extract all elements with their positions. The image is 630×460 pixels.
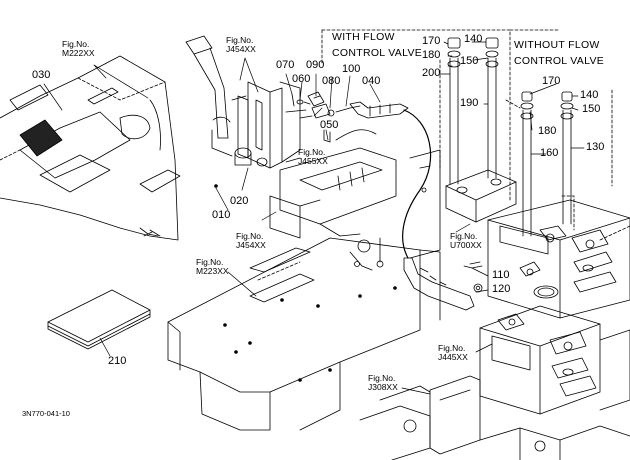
part-number-080[interactable]: 080 bbox=[322, 75, 341, 87]
nuts-washers bbox=[447, 60, 574, 120]
fig-ref-j445xx[interactable]: Fig.No. J445XX bbox=[438, 344, 468, 362]
fig-code: J454XX bbox=[226, 44, 256, 54]
fig-prefix: Fig.No. bbox=[62, 39, 90, 49]
part-number-010[interactable]: 010 bbox=[212, 209, 231, 221]
part-number-070[interactable]: 070 bbox=[276, 59, 295, 71]
part-number-170[interactable]: 170 bbox=[422, 35, 441, 47]
pedal-pad bbox=[19, 119, 63, 157]
fig-code: M222XX bbox=[62, 48, 95, 58]
caption-line: CONTROL VALVE bbox=[332, 46, 423, 59]
control-cable bbox=[402, 109, 432, 259]
part-number-140[interactable]: 140 bbox=[464, 33, 483, 45]
control-valve bbox=[487, 199, 630, 319]
fig-prefix: Fig.No. bbox=[368, 373, 396, 383]
lever-guide-bracket bbox=[269, 147, 397, 271]
part-number-100[interactable]: 100 bbox=[342, 63, 361, 75]
fig-ref-j454xx-bottom[interactable]: Fig.No. J454XX bbox=[236, 232, 266, 250]
part-number-180[interactable]: 180 bbox=[422, 49, 441, 61]
fig-prefix: Fig.No. bbox=[450, 231, 478, 241]
fig-code: J454XX bbox=[236, 240, 266, 250]
part-number-030[interactable]: 030 bbox=[32, 69, 51, 81]
fig-ref-j454xx-top[interactable]: Fig.No. J454XX bbox=[226, 36, 256, 54]
fig-ref-j308xx[interactable]: Fig.No. J308XX bbox=[368, 374, 398, 392]
caption-without-flow: WITHOUT FLOW CONTROL VALVE bbox=[514, 40, 604, 66]
part-number-090[interactable]: 090 bbox=[306, 59, 325, 71]
fender-panel bbox=[0, 55, 179, 241]
cable-end bbox=[403, 257, 475, 311]
part-number-170-b[interactable]: 170 bbox=[542, 75, 561, 87]
part-number-020[interactable]: 020 bbox=[230, 195, 249, 207]
part-number-040[interactable]: 040 bbox=[362, 75, 381, 87]
fig-ref-j455xx[interactable]: Fig.No. J455XX bbox=[298, 148, 328, 166]
part-number-110[interactable]: 110 bbox=[492, 269, 510, 281]
part-number-060[interactable]: 060 bbox=[292, 73, 311, 85]
part-number-140-b[interactable]: 140 bbox=[580, 89, 599, 101]
part-number-200[interactable]: 200 bbox=[422, 67, 441, 79]
dashed-boxes bbox=[321, 29, 630, 241]
linkage-hardware bbox=[285, 91, 409, 143]
caption-line: WITH FLOW bbox=[332, 31, 395, 43]
floor-platform bbox=[139, 169, 441, 431]
leader-lines bbox=[43, 41, 585, 395]
fig-ref-m222xx[interactable]: Fig.No. M222XX bbox=[62, 40, 95, 58]
fig-ref-m223xx[interactable]: Fig.No. M223XX bbox=[196, 258, 229, 276]
fig-ref-u700xx[interactable]: Fig.No. U700XX bbox=[450, 232, 482, 250]
fig-prefix: Fig.No. bbox=[236, 231, 264, 241]
fig-prefix: Fig.No. bbox=[438, 343, 466, 353]
operator-manual bbox=[47, 289, 151, 350]
fig-prefix: Fig.No. bbox=[196, 257, 224, 267]
caption-line: WITHOUT FLOW bbox=[514, 39, 600, 51]
cable-loop bbox=[335, 129, 377, 141]
caption-line: CONTROL VALVE bbox=[514, 54, 605, 67]
part-number-150[interactable]: 150 bbox=[460, 55, 479, 67]
caption-with-flow: WITH FLOW CONTROL VALVE bbox=[332, 32, 422, 58]
part-number-050[interactable]: 050 bbox=[320, 119, 339, 131]
part-number-210[interactable]: 210 bbox=[108, 355, 127, 367]
fig-code: U700XX bbox=[450, 240, 482, 250]
bolts-with-flow bbox=[445, 37, 517, 223]
hardware-110-120 bbox=[469, 261, 483, 293]
control-lever bbox=[185, 35, 301, 188]
support-plate bbox=[409, 149, 441, 259]
fig-prefix: Fig.No. bbox=[298, 147, 326, 157]
fig-code: J455XX bbox=[298, 156, 328, 166]
lower-valve-cluster bbox=[359, 305, 630, 460]
part-number-180-b[interactable]: 180 bbox=[538, 125, 557, 137]
fig-code: M223XX bbox=[196, 266, 229, 276]
part-number-120[interactable]: 120 bbox=[492, 283, 511, 295]
bolts-without-flow bbox=[520, 91, 574, 237]
fig-code: J308XX bbox=[368, 382, 398, 392]
part-number-190[interactable]: 190 bbox=[460, 97, 479, 109]
part-number-160[interactable]: 160 bbox=[540, 147, 559, 159]
fig-prefix: Fig.No. bbox=[226, 35, 254, 45]
fig-code: J445XX bbox=[438, 352, 468, 362]
part-number-150-b[interactable]: 150 bbox=[582, 103, 601, 115]
part-number-130[interactable]: 130 bbox=[586, 141, 605, 153]
image-code: 3N770-041-10 bbox=[22, 409, 70, 418]
